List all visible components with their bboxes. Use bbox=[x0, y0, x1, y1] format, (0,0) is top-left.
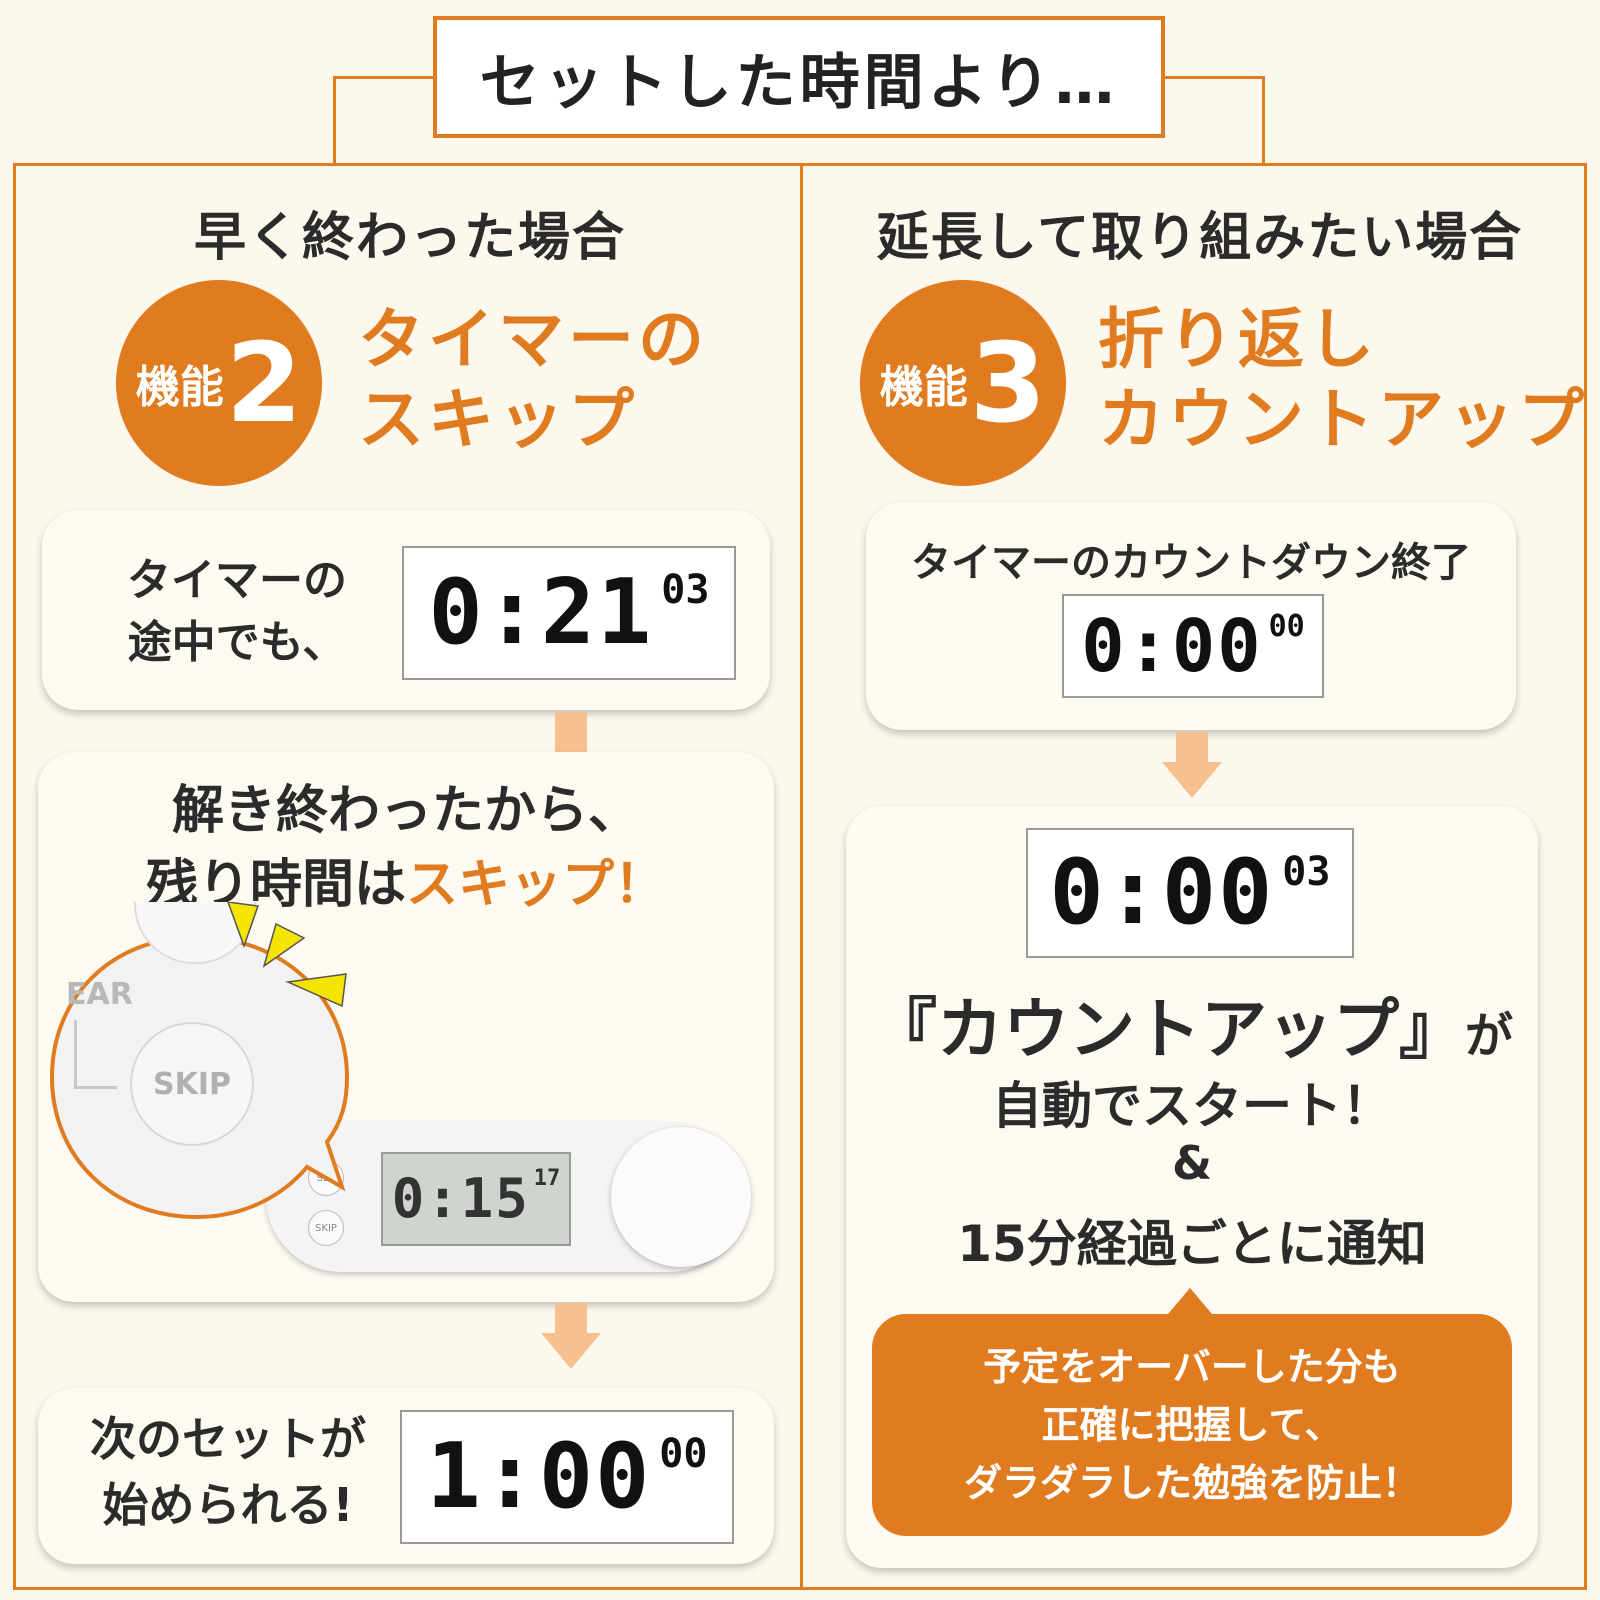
title-bracket-left bbox=[333, 76, 433, 163]
zoom-skip-button[interactable]: SKIP bbox=[130, 1022, 254, 1146]
lcd-display-countup: 0:00 03 bbox=[1026, 828, 1354, 958]
timer-device: SET SKIP 0:15 17 bbox=[266, 1122, 751, 1272]
lcd-main-value: 1:00 bbox=[426, 1424, 652, 1529]
lcd-seconds-value: 00 bbox=[1268, 609, 1305, 644]
feature-title-countup: 折り返し カウントアップ bbox=[1098, 301, 1588, 458]
zoom-clear-bracket bbox=[74, 1020, 117, 1089]
column-divider bbox=[800, 163, 803, 1590]
arrow-head-3 bbox=[1162, 762, 1222, 798]
lcd-main-value: 0:21 bbox=[428, 560, 654, 665]
zoom-clear-label: EAR bbox=[66, 977, 133, 1012]
card-next-set: 次のセットが 始められる! 1:00 00 bbox=[38, 1388, 774, 1564]
countup-line1: 『カウントアップ』が bbox=[870, 991, 1513, 1068]
badge-number: 2 bbox=[225, 319, 303, 447]
card-midway-text: タイマーの 途中でも、 bbox=[127, 555, 347, 668]
countup-ampersand: & bbox=[1171, 1136, 1213, 1190]
arrow-stem-3 bbox=[1176, 732, 1208, 762]
lcd-seconds-value: 03 bbox=[661, 567, 710, 613]
feature-title-skip: タイマーの スキップ bbox=[358, 301, 708, 458]
card-countdown-end-text: タイマーのカウントダウン終了 bbox=[911, 540, 1471, 586]
left-heading: 早く終わった場合 bbox=[193, 208, 626, 268]
badge-label: 機能 bbox=[135, 362, 224, 413]
card-countdown-end: タイマーのカウントダウン終了 0:00 00 bbox=[866, 502, 1516, 730]
note-box: 予定をオーバーした分も 正確に把握して、 ダラダラした勉強を防止！ bbox=[872, 1314, 1512, 1536]
skip-button-small[interactable]: SKIP bbox=[308, 1210, 344, 1246]
note-pointer bbox=[1168, 1288, 1212, 1314]
lcd-main-value: 0:00 bbox=[1081, 604, 1263, 688]
countup-line2: 自動でスタート！ bbox=[992, 1077, 1392, 1135]
arrow-head-2 bbox=[541, 1333, 601, 1369]
card-midway: タイマーの 途中でも、 0:21 03 bbox=[42, 510, 770, 710]
arrow-stem-2 bbox=[555, 1303, 587, 1333]
arrow-stem-1 bbox=[555, 712, 587, 752]
flash-marks bbox=[227, 902, 347, 1008]
lcd-main-value: 0:00 bbox=[1049, 840, 1275, 945]
badge-label: 機能 bbox=[879, 362, 968, 413]
card-skip: 解き終わったから、 残り時間はスキップ！ SET SKIP 0:15 17 EA… bbox=[38, 752, 774, 1302]
device-lcd: 0:15 17 bbox=[381, 1152, 571, 1246]
badge-number: 3 bbox=[969, 319, 1047, 447]
lcd-seconds-value: 03 bbox=[1282, 849, 1331, 895]
right-heading: 延長して取り組みたい場合 bbox=[876, 208, 1524, 268]
page-title: セットした時間より… bbox=[433, 16, 1165, 138]
title-bracket-right bbox=[1165, 76, 1265, 163]
countup-line4: 15分経過ごとに通知 bbox=[957, 1215, 1427, 1273]
feature-badge-3: 機能 3 bbox=[860, 280, 1066, 486]
feature-badge-2: 機能 2 bbox=[116, 280, 322, 486]
lcd-seconds-value: 00 bbox=[659, 1431, 708, 1477]
lcd-display-midway: 0:21 03 bbox=[402, 546, 736, 680]
dial-knob[interactable] bbox=[611, 1127, 751, 1267]
card-next-set-text: 次のセットが 始められる! bbox=[90, 1412, 366, 1532]
lcd-display-zero: 0:00 00 bbox=[1062, 594, 1324, 698]
lcd-display-next: 1:00 00 bbox=[400, 1410, 734, 1544]
card-countup: 0:00 03 『カウントアップ』が 自動でスタート！ & 15分経過ごとに通知… bbox=[846, 806, 1538, 1568]
card-skip-text: 解き終わったから、 残り時間はスキップ！ bbox=[145, 781, 667, 915]
